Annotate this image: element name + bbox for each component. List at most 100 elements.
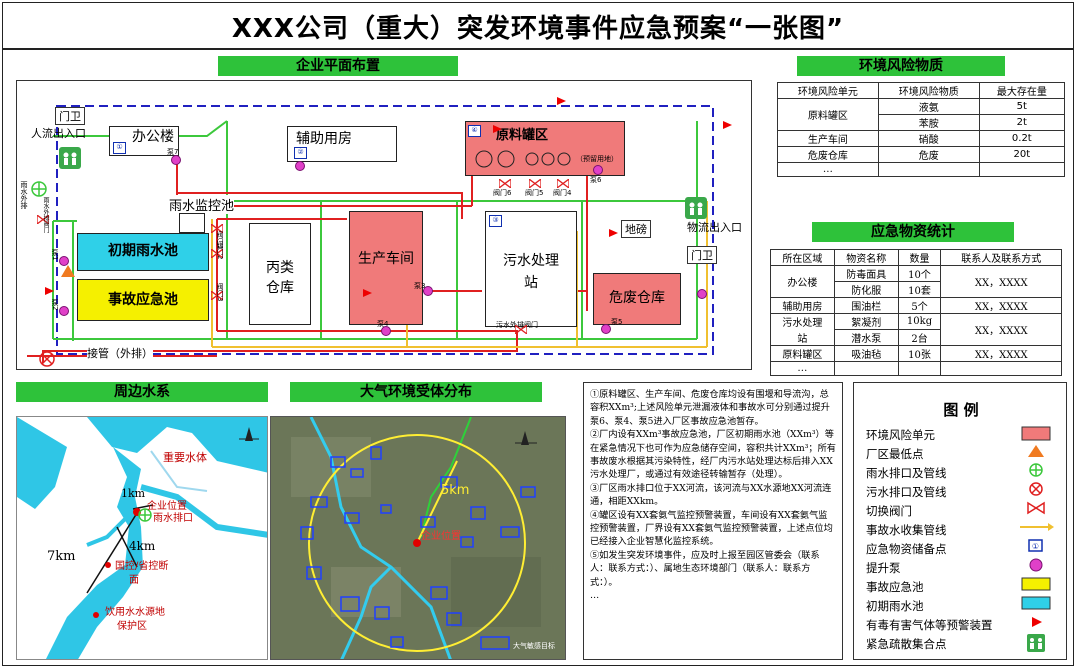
site-plan: 门卫 人流出入口 办公楼 辅助用房 原料罐区 （预留用地） 雨水监控池 初期雨水… bbox=[16, 80, 752, 370]
valve-6 bbox=[499, 179, 511, 188]
table-row: … bbox=[770, 361, 1062, 376]
section-label-2: 面 bbox=[129, 575, 139, 586]
note-3: ③厂区雨水排口位于XX河流，该河流与XX水源地XX河流连通，相距XXkm。 bbox=[590, 482, 832, 508]
legend-item: 提升泵 bbox=[866, 561, 901, 575]
section-air-title: 大气环境受体分布 bbox=[290, 382, 542, 402]
supply-table: 所在区域 物资名称 数量 联系人及联系方式 办公楼 防毒面具 10个 XX，XX… bbox=[770, 249, 1062, 376]
legend-item: 初期雨水池 bbox=[866, 599, 924, 613]
table-row: 防化服 10套 bbox=[771, 281, 1062, 298]
important-water-label: 重要水体 bbox=[163, 451, 207, 464]
raw-tank-label: 原料罐区 bbox=[496, 128, 549, 143]
company-label: 企业位置 bbox=[147, 501, 187, 512]
id-4: ④ bbox=[468, 125, 481, 137]
section-water-title: 周边水系 bbox=[16, 382, 268, 402]
legend-item: 污水排口及管线 bbox=[866, 485, 947, 499]
people-entrance: 人流出入口 bbox=[31, 127, 86, 140]
warning-flag bbox=[363, 289, 372, 297]
sewer-out-label: 接管（外排） bbox=[87, 345, 153, 361]
risk-cell: 硝酸 bbox=[877, 130, 980, 147]
id-2: ② bbox=[294, 147, 307, 159]
table-row: 苯胺 2t bbox=[778, 114, 1066, 131]
supply-cell: 10个 bbox=[897, 265, 942, 282]
lowest-point-icon bbox=[61, 265, 75, 277]
supply-cell: XX，XXXX bbox=[940, 265, 1062, 298]
supply-cell bbox=[940, 361, 1062, 376]
legend-item: 事故应急池 bbox=[866, 580, 924, 594]
valve-3 bbox=[211, 291, 223, 300]
warning-flag bbox=[493, 125, 502, 133]
risk-cell bbox=[978, 162, 1066, 177]
rain-outlet-icon bbox=[31, 181, 47, 197]
pump-7 bbox=[171, 155, 181, 165]
valve-4 bbox=[557, 179, 569, 188]
notes-box: ①原料罐区、生产车间、危废仓库均设有围堰和导流沟，总容积XXm³;上述风险单元泄… bbox=[583, 382, 843, 660]
sewage-label: 污水处理站 bbox=[503, 253, 559, 291]
air-receptor-label: 大气敏感目标 bbox=[513, 642, 555, 650]
supply-cell: 辅助用房 bbox=[770, 297, 835, 314]
valve-5 bbox=[529, 179, 541, 188]
valve-sewage bbox=[515, 325, 527, 334]
table-row: 辅助用房 围油栏 5个 XX，XXXX bbox=[770, 297, 1062, 314]
note-2: ②厂内设有XXm³事故应急池，厂区初期雨水池（XXm³）等在紧急情况下也可作为应… bbox=[590, 429, 836, 481]
pump-4 bbox=[381, 326, 391, 336]
supply-cell: 2台 bbox=[897, 329, 942, 346]
supply-cell bbox=[833, 361, 899, 376]
note-6: … bbox=[590, 590, 600, 602]
table-row: 生产车间 硝酸 0.2t bbox=[777, 130, 1066, 147]
risk-cell: 危废仓库 bbox=[777, 146, 879, 163]
valve-rain-out bbox=[37, 215, 49, 224]
aux-building: 辅助用房 bbox=[287, 126, 397, 162]
risk-cell: 2t bbox=[978, 114, 1066, 131]
rain-monitor-pool-label: 雨水监控池 bbox=[169, 195, 235, 214]
assembly-point-icon bbox=[59, 147, 81, 169]
risk-table-header: 环境风险单元 环境风险物质 最大存在量 bbox=[777, 82, 1066, 99]
risk-cell: … bbox=[777, 162, 879, 177]
supply-cell: 防化服 bbox=[833, 281, 899, 298]
aux-label: 辅助用房 bbox=[296, 131, 352, 147]
pump-3-label: 泵3 bbox=[414, 282, 426, 290]
section-label: 国控/省控断 bbox=[115, 561, 169, 572]
table-row: 原料罐区 吸油毡 10张 XX，XXXX bbox=[770, 345, 1062, 362]
table-row: 污水处理 絮凝剂 10kg XX，XXXX bbox=[770, 313, 1062, 346]
supply-cell: 潜水泵 bbox=[833, 329, 899, 346]
valve-3-label: 阀门3 bbox=[216, 283, 224, 302]
supply-cell: XX，XXXX bbox=[940, 345, 1062, 362]
air-map-graphic bbox=[271, 417, 565, 659]
pump-logistics bbox=[697, 289, 707, 299]
logistics-entrance: 物流出入口 bbox=[687, 221, 742, 234]
supply-cell: 吸油毡 bbox=[833, 345, 899, 362]
table-row: 危废仓库 危废 20t bbox=[777, 146, 1066, 163]
risk-cell: 0.2t bbox=[978, 130, 1066, 147]
table-row: 站 潜水泵 2台 bbox=[770, 329, 1062, 346]
pump-2-label: 泵2 bbox=[51, 299, 59, 311]
water-source-label-2: 保护区 bbox=[117, 621, 147, 632]
pump-5 bbox=[601, 324, 611, 334]
risk-cell bbox=[877, 162, 980, 177]
pump-6 bbox=[593, 165, 603, 175]
c-warehouse-label: 丙类仓库 bbox=[266, 260, 294, 296]
risk-cell: 5t bbox=[978, 98, 1066, 115]
rain-out-label: 雨水外排 bbox=[20, 181, 28, 209]
risk-cell: 生产车间 bbox=[777, 130, 879, 147]
legend-item: 厂区最低点 bbox=[866, 447, 924, 461]
legend-item: 环境风险单元 bbox=[866, 428, 935, 442]
legend-title: 图 例 bbox=[943, 401, 979, 419]
rain-outlet-label: 雨水排口 bbox=[153, 513, 193, 524]
valve-5-label: 阀门5 bbox=[525, 189, 544, 197]
supply-cell: 5个 bbox=[897, 297, 942, 314]
risk-cell: 原料罐区 bbox=[777, 98, 879, 131]
legend-item: 切换阀门 bbox=[866, 504, 912, 518]
valve-1-label: 阀门1 bbox=[216, 231, 224, 250]
reserved-label: （预留用地） bbox=[576, 155, 618, 163]
table-row: 原料罐区 液氨 5t bbox=[777, 98, 1066, 131]
supply-table-header: 所在区域 物资名称 数量 联系人及联系方式 bbox=[770, 249, 1062, 266]
supply-cell: 防毒面具 bbox=[833, 265, 899, 282]
warning-flag bbox=[557, 97, 566, 105]
supply-cell: 办公楼 bbox=[770, 265, 835, 298]
sewage-valve-label: 污水外排阀门 bbox=[496, 321, 538, 329]
risk-table: 环境风险单元 环境风险物质 最大存在量 原料罐区 液氨 5t 苯胺 2t 生产车… bbox=[777, 82, 1066, 177]
id-1: ① bbox=[113, 142, 126, 154]
air-map: 5km 企业位置 大气敏感目标 bbox=[270, 416, 566, 660]
section-plan-title: 企业平面布置 bbox=[218, 56, 458, 76]
